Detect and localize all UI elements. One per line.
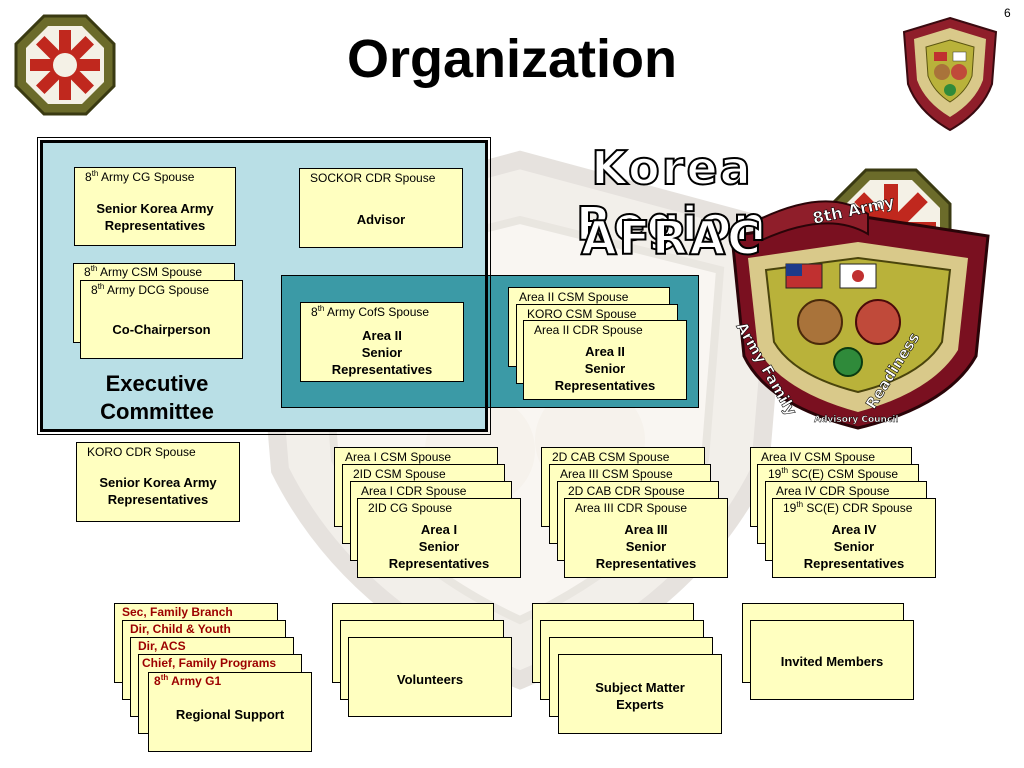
sockor-box: SOCKOR CDR Spouse Advisor (299, 168, 463, 248)
koro-cdr-role: Senior Korea Army Representatives (99, 475, 217, 507)
koro-cdr-box: KORO CDR Spouse Senior Korea Army Repres… (76, 442, 240, 522)
cg-spouse-label: 8th Army CG Spouse (85, 169, 195, 185)
area-two-role: Area II Senior Representatives (554, 344, 656, 393)
afrac-shield-small-icon (902, 16, 998, 132)
cab-cdr-label: 2D CAB CDR Spouse (568, 484, 685, 498)
cofs-box: 8th Army CofS Spouse Area II Senior Repr… (300, 302, 464, 382)
sme-role: Subject Matter Experts (595, 680, 685, 712)
volunteers-box: Volunteers (348, 637, 512, 717)
page-title: Organization (346, 29, 677, 89)
area-three-csm-label: Area III CSM Spouse (560, 467, 673, 481)
cofs-label: 8th Army CofS Spouse (311, 304, 430, 320)
scE-csm-label: 19th SC(E) CSM Spouse (768, 466, 899, 482)
cab-csm-label: 2D CAB CSM Spouse (552, 450, 670, 464)
cofs-role: Area II Senior Representatives (331, 328, 433, 377)
koro-csm-label: KORO CSM Spouse (527, 307, 637, 321)
cg-spouse-box: 8th Army CG Spouse Senior Korea Army Rep… (74, 167, 236, 246)
seal-ring-center: Advisory Council (814, 415, 898, 425)
g1-box: 8th Army G1 Regional Support (148, 672, 312, 752)
afrac-seal-large-icon: 8th Army Army Family Advisory Council Re… (730, 168, 990, 430)
slide-number: 6 (1004, 6, 1011, 20)
area-three-cdr-label: Area III CDR Spouse (575, 501, 688, 515)
sockor-role: Advisor (356, 212, 406, 227)
scE-cdr-box: 19th SC(E) CDR Spouse Area IV Senior Rep… (772, 498, 936, 578)
area-four-cdr-label: Area IV CDR Spouse (776, 484, 890, 498)
cg-spouse-role: Senior Korea Army Representatives (96, 201, 214, 233)
area-one-csm-label: Area I CSM Spouse (345, 450, 452, 464)
family-programs-label: Chief, Family Programs (142, 656, 277, 670)
dcg-spouse-role: Co-Chairperson (112, 322, 211, 337)
region-title-line2: AFRAC (580, 210, 763, 266)
csm-spouse-label: 8th Army CSM Spouse (84, 264, 203, 280)
area-three-role: Area III Senior Representatives (595, 522, 697, 571)
executive-committee-label: Executive Committee (100, 371, 214, 424)
area-four-csm-label: Area IV CSM Spouse (761, 450, 876, 464)
koro-cdr-label: KORO CDR Spouse (87, 445, 196, 459)
family-branch-label: Sec, Family Branch (122, 605, 233, 619)
eighth-army-patch-icon (14, 14, 116, 116)
sockor-label: SOCKOR CDR Spouse (310, 171, 436, 185)
twoid-cg-label: 2ID CG Spouse (368, 501, 453, 515)
volunteers-role: Volunteers (396, 672, 464, 687)
invited-role: Invited Members (780, 654, 884, 669)
scE-cdr-label: 19th SC(E) CDR Spouse (783, 500, 913, 516)
area-four-role: Area IV Senior Representatives (803, 522, 905, 571)
region-title-line1: Korea Region (575, 140, 768, 252)
twoid-csm-label: 2ID CSM Spouse (353, 467, 446, 481)
dcg-spouse-box: 8th Army DCG Spouse Co-Chairperson (80, 280, 243, 359)
area-one-cdr-label: Area I CDR Spouse (361, 484, 467, 498)
acs-label: Dir, ACS (138, 639, 186, 653)
area-three-cdr-box: Area III CDR Spouse Area III Senior Repr… (564, 498, 728, 578)
regional-support-role: Regional Support (175, 707, 285, 722)
dcg-spouse-label: 8th Army DCG Spouse (91, 282, 210, 298)
area-two-cdr-label: Area II CDR Spouse (534, 323, 643, 337)
sme-box: Subject Matter Experts (558, 654, 722, 734)
twoid-cg-box: 2ID CG Spouse Area I Senior Representati… (357, 498, 521, 578)
child-youth-label: Dir, Child & Youth (130, 622, 231, 636)
g1-label: 8th Army G1 (154, 673, 222, 689)
area-two-cdr-box: Area II CDR Spouse Area II Senior Repres… (523, 320, 687, 400)
invited-box: Invited Members (750, 620, 914, 700)
area-two-csm-label: Area II CSM Spouse (519, 290, 629, 304)
area-one-role: Area I Senior Representatives (388, 522, 490, 571)
